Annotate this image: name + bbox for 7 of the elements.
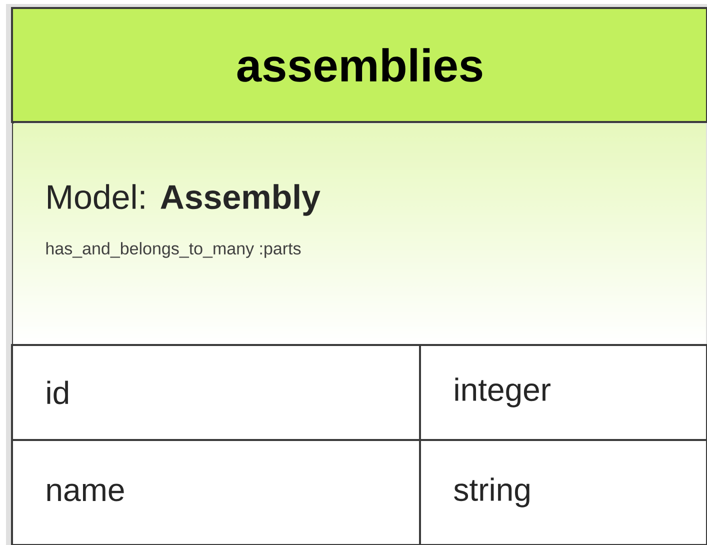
table-cell: name bbox=[11, 438, 421, 545]
table-cell: id bbox=[11, 344, 421, 441]
association-note: has_and_belongs_to_many :parts bbox=[46, 242, 301, 258]
model-name: Model: Assembly bbox=[48, 184, 320, 216]
table-cell: integer bbox=[419, 344, 707, 441]
header-band: assemblies bbox=[11, 7, 707, 123]
table-cell: string bbox=[419, 438, 707, 545]
